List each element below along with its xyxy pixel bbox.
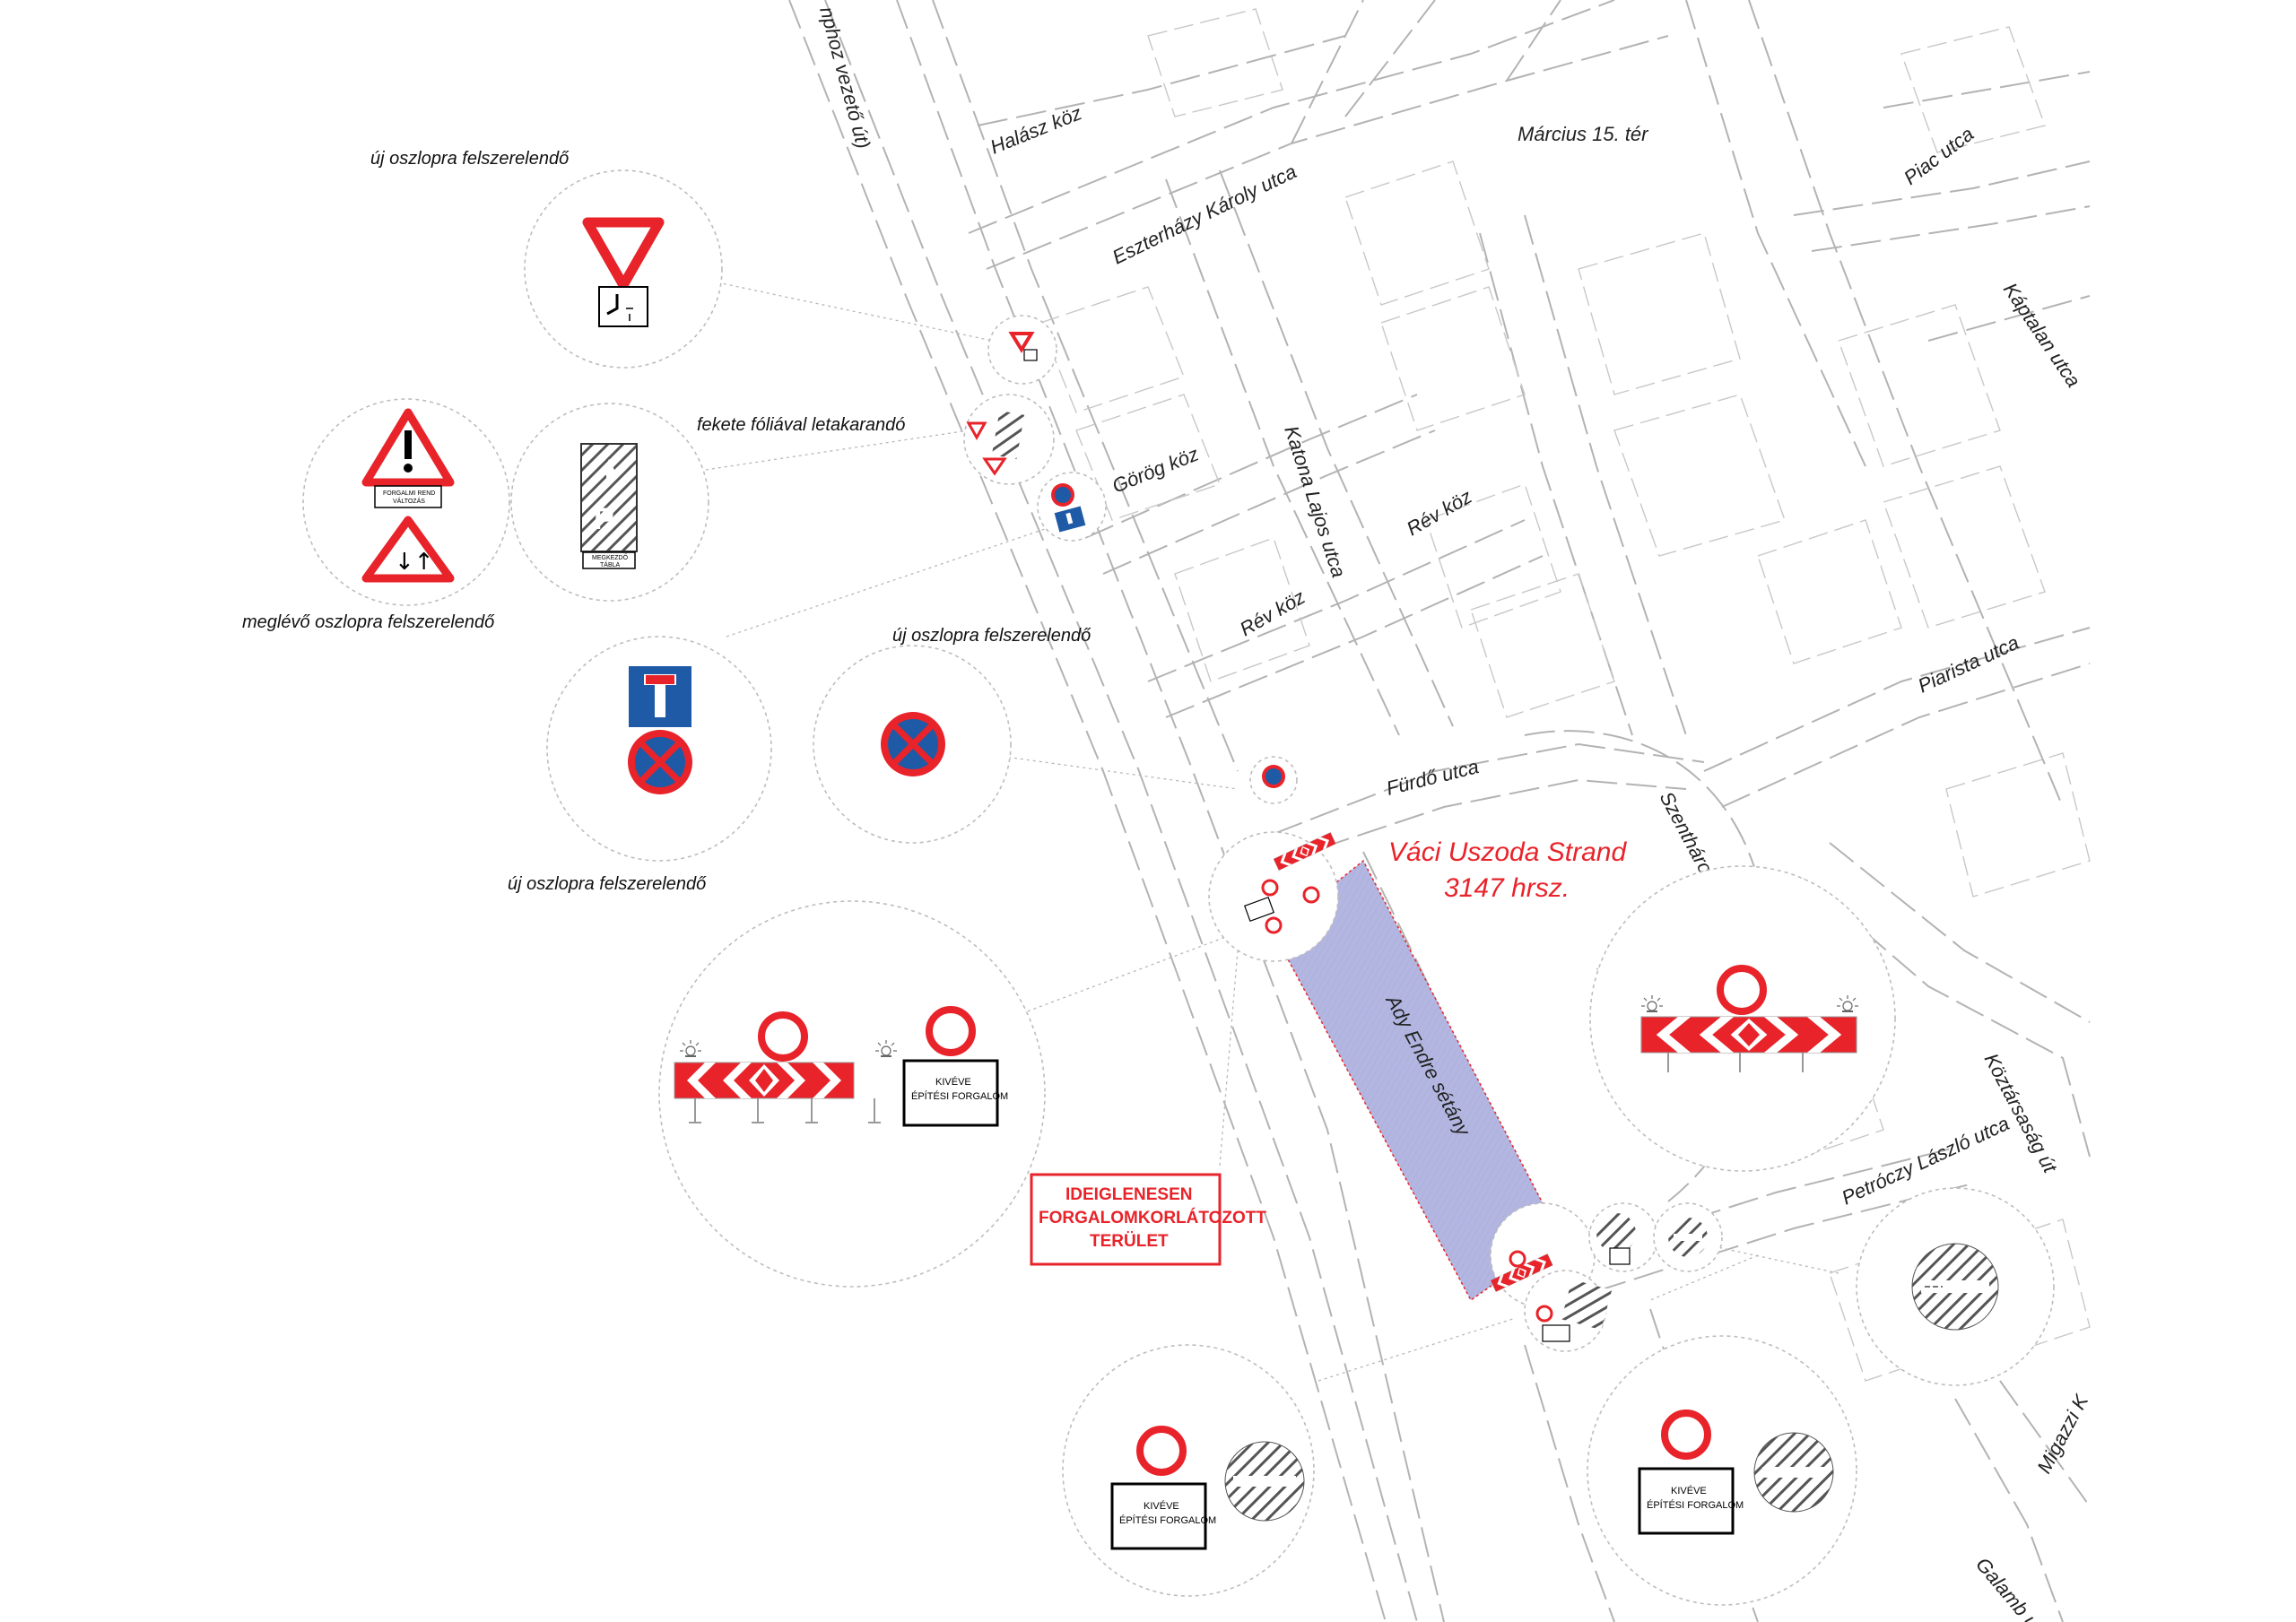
epitesi-text-2: ÉPÍTÉSI FORGALOM xyxy=(1119,1514,1216,1526)
no-stopping-sign-icon-2 xyxy=(881,712,945,776)
two-way-traffic-sign-icon: ↓↑ xyxy=(361,516,455,583)
kiveve-plate-3 xyxy=(1638,1467,1735,1535)
street-label-piac: Piac utca xyxy=(1900,123,1978,189)
site-parcel: 3147 hrsz. xyxy=(1444,873,1570,903)
forgalmi-plate xyxy=(374,485,442,508)
street-labels: nphoz vezető út) Halász köz Eszterházy K… xyxy=(815,4,2093,1622)
map-sign-markers xyxy=(963,315,1723,1352)
kiveve-plate-1 xyxy=(902,1059,999,1127)
direction-plate-icon xyxy=(598,286,648,327)
detail-barrier-left[interactable]: KIVÉVE ÉPÍTÉSI FORGALOM xyxy=(658,900,1046,1288)
no-entry-sign-icon-3 xyxy=(1753,1432,1834,1513)
dead-end-sign-icon xyxy=(627,664,693,729)
no-entry-sign-icon xyxy=(1911,1243,1999,1331)
street-label-piarista: Piarista utca xyxy=(1915,631,2022,698)
site-name: Váci Uszoda Strand xyxy=(1388,837,1627,867)
detail-no-entry-right[interactable] xyxy=(1856,1187,2055,1386)
note-uj2: új oszlopra felszerelendő xyxy=(892,626,1091,646)
leader-lines xyxy=(699,282,1839,1382)
street-label-migazzi: Migazzi K xyxy=(2032,1390,2092,1477)
restricted-line-1: IDEIGLENESEN xyxy=(1065,1185,1192,1204)
street-label-eszterhazy: Eszterházy Károly utca xyxy=(1109,160,1300,268)
no-stopping-sign-icon xyxy=(628,730,692,794)
forgalmi-text-1: FORGALMI REND xyxy=(383,490,435,497)
detail-barrier-right[interactable] xyxy=(1589,865,1896,1172)
street-label-furdo: Fürdő utca xyxy=(1384,755,1481,800)
road-closed-sign-icon-5 xyxy=(1665,1413,1708,1456)
megkezdo-text-1: MEGKEZDŐ xyxy=(592,553,629,561)
epitesi-text-1: ÉPÍTÉSI FORGALOM xyxy=(911,1090,1008,1102)
chevron-barrier-icon-2 xyxy=(1640,1016,1857,1054)
detail-dead-end[interactable] xyxy=(546,636,772,862)
site-title: Váci Uszoda Strand 3147 hrsz. xyxy=(1388,837,1627,903)
svg-text:↓↑: ↓↑ xyxy=(395,549,434,576)
road-closed-sign-icon-4 xyxy=(1140,1429,1183,1472)
megkezdo-text-2: TÁBLA xyxy=(600,560,621,568)
detail-yield[interactable] xyxy=(524,169,723,369)
detail-warning[interactable]: FORGALMI REND VÁLTOZÁS ↓↑ xyxy=(302,398,510,606)
note-uj1: új oszlopra felszerelendő xyxy=(370,149,570,169)
note-meglevo: meglévő oszlopra felszerelendő xyxy=(242,612,495,632)
detail-no-stopping[interactable] xyxy=(813,645,1012,844)
street-label-galamb: Galamb utca xyxy=(1971,1553,2060,1622)
street-label-rev1: Rév köz xyxy=(1403,485,1475,540)
street-label-koztarsasag: Köztársaság út xyxy=(1980,1050,2062,1177)
warning-sign-icon xyxy=(361,408,455,487)
note-fekete: fekete fóliával letakarandó xyxy=(697,415,905,435)
epitesi-text-3: ÉPÍTÉSI FORGALOM xyxy=(1647,1499,1744,1511)
kiveve-text-1: KIVÉVE xyxy=(935,1076,971,1088)
restricted-line-3: TERÜLET xyxy=(1090,1232,1169,1251)
note-uj3: új oszlopra felszerelendő xyxy=(508,874,707,894)
road-closed-sign-icon-3 xyxy=(1720,968,1763,1011)
street-label-kaptalan: Káptalan utca xyxy=(1999,279,2085,392)
kiveve-text-3: KIVÉVE xyxy=(1671,1485,1707,1496)
road-closed-sign-icon-2 xyxy=(929,1010,972,1053)
detail-bottom-right[interactable]: KIVÉVE ÉPÍTÉSI FORGALOM xyxy=(1587,1335,1857,1606)
no-entry-sign-icon-2 xyxy=(1224,1441,1305,1522)
yield-sign-icon xyxy=(582,217,665,291)
chevron-barrier-icon xyxy=(674,1062,855,1099)
restricted-line-2: FORGALOMKORLÁTOZOTT xyxy=(1039,1208,1266,1227)
kiveve-text-2: KIVÉVE xyxy=(1144,1500,1179,1512)
street-label-halasz: Halász köz xyxy=(987,101,1085,158)
covered-sign-icon: P MEGKEZDŐ TÁBLA xyxy=(580,443,638,569)
street-label-vezeto: nphoz vezető út) xyxy=(815,4,874,152)
street-label-marcius: Március 15. tér xyxy=(1518,123,1649,145)
detail-bottom-left[interactable]: KIVÉVE ÉPÍTÉSI FORGALOM xyxy=(1062,1344,1315,1597)
detail-covered[interactable]: P MEGKEZDŐ TÁBLA xyxy=(510,403,709,602)
street-label-gorog: Görög köz xyxy=(1109,442,1202,497)
kiveve-plate-2 xyxy=(1110,1482,1207,1550)
svg-text:P: P xyxy=(594,502,614,536)
forgalmi-text-2: VÁLTOZÁS xyxy=(393,497,425,505)
restricted-area-box: IDEIGLENESEN FORGALOMKORLÁTOZOTT TERÜLET xyxy=(1030,1173,1266,1266)
street-label-rev2: Rév köz xyxy=(1236,585,1309,640)
road-closed-sign-icon xyxy=(761,1015,804,1058)
